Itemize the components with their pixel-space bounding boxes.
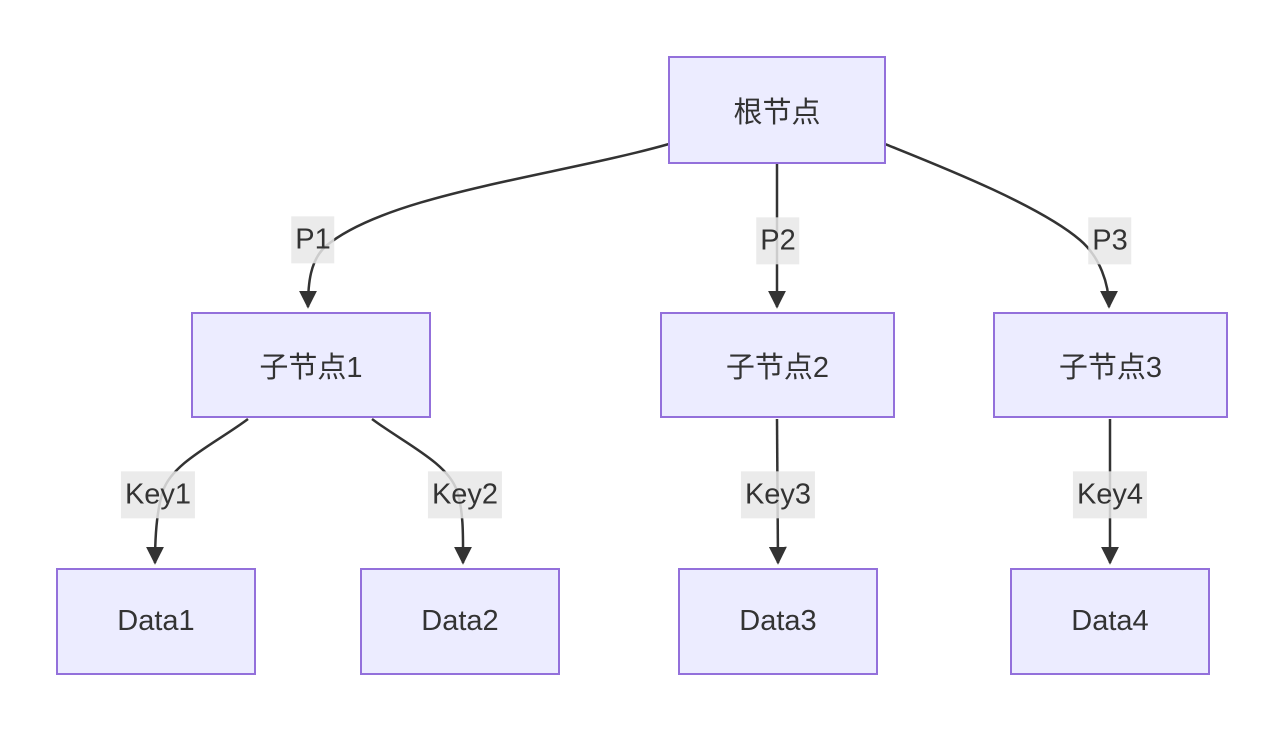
node-data1: Data1 — [56, 568, 256, 675]
edge-label-key1: Key1 — [120, 471, 196, 519]
node-data4: Data4 — [1010, 568, 1210, 675]
edge-label-p3: P3 — [1088, 217, 1132, 265]
edge-root-child3 — [884, 142, 1118, 309]
edge-label-key3: Key3 — [740, 471, 816, 519]
node-child2: 子节点2 — [660, 312, 895, 418]
node-child3: 子节点3 — [993, 312, 1228, 418]
node-data2: Data2 — [360, 568, 560, 675]
node-root: 根节点 — [668, 56, 886, 164]
node-data4-label: Data4 — [1071, 605, 1149, 637]
edge-root-child1 — [299, 142, 670, 309]
node-data3: Data3 — [678, 568, 878, 675]
node-child1: 子节点1 — [191, 312, 431, 418]
node-root-label: 根节点 — [733, 97, 821, 129]
node-child3-label: 子节点3 — [1058, 352, 1163, 384]
node-data3-label: Data3 — [739, 605, 817, 637]
node-data2-label: Data2 — [421, 605, 499, 637]
edge-label-key2: Key2 — [427, 471, 503, 519]
edge-label-p2: P2 — [756, 217, 800, 265]
node-child2-label: 子节点2 — [725, 352, 830, 384]
node-child1-label: 子节点1 — [259, 352, 363, 384]
node-data1-label: Data1 — [117, 605, 195, 637]
edge-label-p1: P1 — [291, 216, 335, 264]
edge-label-key4: Key4 — [1072, 471, 1148, 519]
